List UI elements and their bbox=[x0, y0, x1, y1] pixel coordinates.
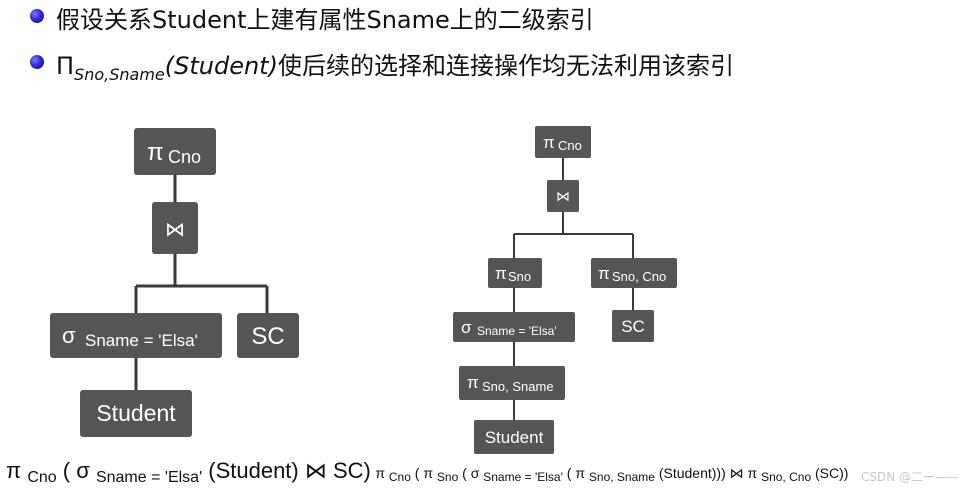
right-select-sub: Sname = 'Elsa' bbox=[477, 324, 557, 338]
right-select-sym: σ bbox=[461, 318, 472, 337]
left-sc-node: SC bbox=[237, 313, 299, 358]
formula-right-p4: (Student))) ⋈ π bbox=[658, 465, 758, 481]
pi-subscript: Sno,Sname bbox=[74, 65, 165, 84]
left-join-sym: ⋈ bbox=[165, 219, 185, 241]
left-student-node: Student bbox=[80, 390, 192, 437]
formula-left-sigma: σ bbox=[76, 458, 90, 483]
right-student-label: Student bbox=[485, 428, 544, 447]
bullet-text-1: 假设关系Student上建有属性Sname上的二级索引 bbox=[56, 6, 594, 34]
right-join-node: ⋈ bbox=[547, 180, 579, 212]
formula-left-sigma-sub: Sname = 'Elsa' bbox=[95, 469, 203, 486]
formula-left: π Cno ( σ Sname = 'Elsa' (Student) ⋈ SC) bbox=[6, 458, 371, 486]
right-proj-sno-cno-node: π Sno, Cno bbox=[591, 258, 677, 288]
left-select-sym: σ bbox=[62, 323, 76, 348]
bullet-dot-icon bbox=[30, 9, 44, 23]
right-student-node: Student bbox=[474, 420, 554, 454]
bullet-dot-icon bbox=[30, 55, 44, 69]
bullet-text-2-rest: 使后续的选择和连接操作均无法利用该索引 bbox=[277, 52, 734, 80]
left-student-label: Student bbox=[96, 400, 176, 426]
formula-right: π Cno ( π Sno ( σ Sname = 'Elsa' ( π Sno… bbox=[375, 465, 849, 484]
right-tree-edges bbox=[513, 158, 634, 420]
formula-left-pi-sub: Cno bbox=[27, 469, 57, 486]
right-sc-label: SC bbox=[621, 317, 645, 336]
right-proj-sno-sym: π bbox=[495, 264, 507, 283]
left-select-sub: Sname = 'Elsa' bbox=[85, 331, 198, 350]
right-proj-sno-sname-sym: π bbox=[467, 373, 479, 392]
right-select-node: σ Sname = 'Elsa' bbox=[453, 312, 575, 342]
right-proj-sno-sub: Sno bbox=[508, 269, 531, 284]
formula-right-pi1-sub: Cno bbox=[388, 470, 411, 484]
right-root-sym: π bbox=[543, 133, 555, 152]
right-proj-sno-cno-sym: π bbox=[598, 264, 610, 283]
formula-left-open: ( bbox=[62, 458, 71, 483]
left-root-node: π Cno bbox=[134, 128, 216, 175]
left-tree-edges bbox=[134, 175, 269, 390]
right-root-node: π Cno bbox=[535, 126, 591, 158]
formula-right-pi1: π bbox=[375, 465, 385, 481]
formula-right-sigma-sub: Sname = 'Elsa' bbox=[483, 470, 563, 484]
bullet-text-2: ΠSno,Sname(Student)使后续的选择和连接操作均无法利用该索引 bbox=[56, 46, 734, 84]
right-root-sub: Cno bbox=[558, 138, 582, 153]
right-proj-sno-cno-sub: Sno, Cno bbox=[612, 269, 666, 284]
formula-right-p3: ( bbox=[566, 465, 572, 481]
formula-left-pi: π bbox=[6, 458, 22, 483]
formula-right-p1: ( bbox=[414, 465, 420, 481]
left-root-sub: Cno bbox=[168, 147, 201, 167]
formula-right-pi4-sub: Sno, Cno bbox=[761, 470, 812, 484]
left-select-node: σ Sname = 'Elsa' bbox=[50, 313, 222, 358]
left-sc-label: SC bbox=[251, 323, 284, 350]
formula-line: π Cno ( σ Sname = 'Elsa' (Student) ⋈ SC)… bbox=[6, 458, 848, 487]
right-proj-sno-sname-sub: Sno, Sname bbox=[482, 379, 554, 394]
pi-symbol: Π bbox=[56, 52, 75, 80]
left-join-node: ⋈ bbox=[152, 202, 198, 254]
left-root-sym: π bbox=[147, 139, 164, 166]
formula-right-pi2: π bbox=[423, 465, 434, 481]
formula-left-rest: (Student) ⋈ SC) bbox=[208, 458, 371, 483]
formula-right-pi3: π bbox=[575, 465, 585, 481]
right-proj-sno-sname-node: π Sno, Sname bbox=[459, 366, 565, 400]
formula-right-p2: ( bbox=[462, 465, 467, 481]
right-sc-node: SC bbox=[612, 310, 654, 342]
pi-argument: (Student) bbox=[164, 52, 278, 80]
formula-right-p5: (SC)) bbox=[815, 465, 849, 481]
formula-right-sigma: σ bbox=[470, 465, 480, 481]
right-proj-sno-node: π Sno bbox=[488, 258, 542, 288]
watermark: CSDN @二一—— bbox=[860, 470, 959, 484]
right-join-sym: ⋈ bbox=[556, 188, 570, 204]
formula-right-pi3-sub: Sno, Sname bbox=[588, 470, 655, 484]
formula-right-pi2-sub: Sno bbox=[436, 470, 459, 484]
